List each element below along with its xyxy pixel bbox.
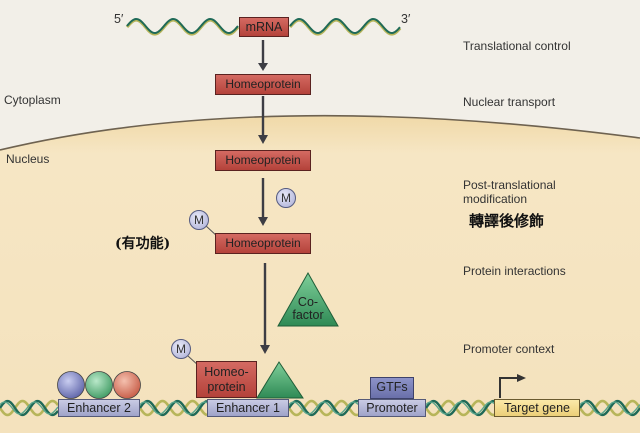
five-prime-label: 5′ — [114, 12, 124, 26]
dna-strand-a-seg-0 — [0, 399, 59, 417]
methyl-group-icon: M — [276, 188, 296, 208]
arrow-interaction-head — [260, 345, 270, 354]
nucleus-region — [0, 115, 640, 433]
homeoprotein-modified-box: Homeoprotein — [215, 233, 311, 254]
dna-strand-c-seg-0 — [0, 401, 59, 415]
step-protein-interactions: Protein interactions — [463, 264, 566, 278]
cofactor-label: Co- factor — [290, 296, 326, 322]
transcription-start-arrow — [499, 377, 518, 398]
dna-strand-c-seg-3 — [425, 401, 495, 415]
enhancer2-factor-blue — [57, 371, 85, 399]
nuclear-membrane — [0, 114, 640, 151]
arrow-modification-head — [258, 217, 268, 226]
functional-annotation: (有功能) — [115, 236, 171, 252]
dna-strand-c-seg-2 — [288, 401, 359, 415]
nucleus-label: Nucleus — [6, 152, 50, 166]
methyl-group-attached-icon: M — [189, 210, 209, 230]
homeoprotein-bound-line1: Homeo- — [204, 365, 249, 379]
mrna-strand — [125, 18, 402, 36]
dna-strand-b-seg-1 — [138, 399, 208, 417]
mrna-strand-left — [126, 18, 239, 34]
dna-strand-c-seg-1 — [139, 401, 208, 415]
step-post-translational-line2: modification — [463, 192, 528, 206]
post-translational-modification-translation: 轉譯後修飾 — [469, 212, 545, 230]
cofactor-triangle — [277, 271, 339, 327]
cofactor-triangle-bound — [256, 361, 304, 399]
step-post-translational-modification: Post-translational modification — [463, 178, 556, 206]
gtfs-box: GTFs — [370, 377, 414, 399]
enhancer2-box: Enhancer 2 — [58, 399, 140, 417]
step-translational-control: Translational control — [463, 39, 571, 53]
homeoprotein-cytoplasm-box: Homeoprotein — [215, 74, 311, 95]
dna-strand-a-seg-1 — [139, 399, 208, 417]
enhancer2-factor-red — [113, 371, 141, 399]
arrow-translation-head — [258, 63, 268, 71]
homeoprotein-bound-box: Homeo- protein — [196, 361, 257, 398]
dna-strand-a-seg-3 — [425, 399, 494, 417]
homeoprotein-bound-line2: protein — [207, 380, 246, 394]
enhancer2-factor-green — [85, 371, 113, 399]
target-gene-box: Target gene — [494, 399, 580, 417]
dna-strand-c-seg-4 — [579, 401, 640, 415]
cofactor-label-line2: factor — [292, 308, 324, 322]
step-post-translational-line1: Post-translational — [463, 178, 556, 192]
dna-strand-b-seg-2 — [287, 399, 359, 417]
mrna-box: mRNA — [239, 17, 289, 37]
arrow-nuclear-transport-head — [258, 135, 268, 144]
homeoprotein-nucleus-box: Homeoprotein — [215, 150, 311, 171]
dna-strand-b-seg-3 — [424, 399, 494, 417]
dna-double-helix — [0, 399, 640, 417]
cofactor-label-line1: Co- — [297, 295, 319, 309]
step-nuclear-transport: Nuclear transport — [463, 95, 556, 109]
three-prime-label: 3′ — [401, 12, 411, 26]
methyl-group-bound-icon: M — [171, 339, 191, 359]
step-promoter-context: Promoter context — [463, 342, 555, 356]
transcription-start-arrow-head — [517, 374, 526, 382]
enhancer1-box: Enhancer 1 — [207, 399, 289, 417]
cytoplasm-label: Cytoplasm — [4, 93, 61, 107]
promoter-box: Promoter — [358, 399, 426, 417]
mrna-strand-right — [289, 18, 401, 34]
